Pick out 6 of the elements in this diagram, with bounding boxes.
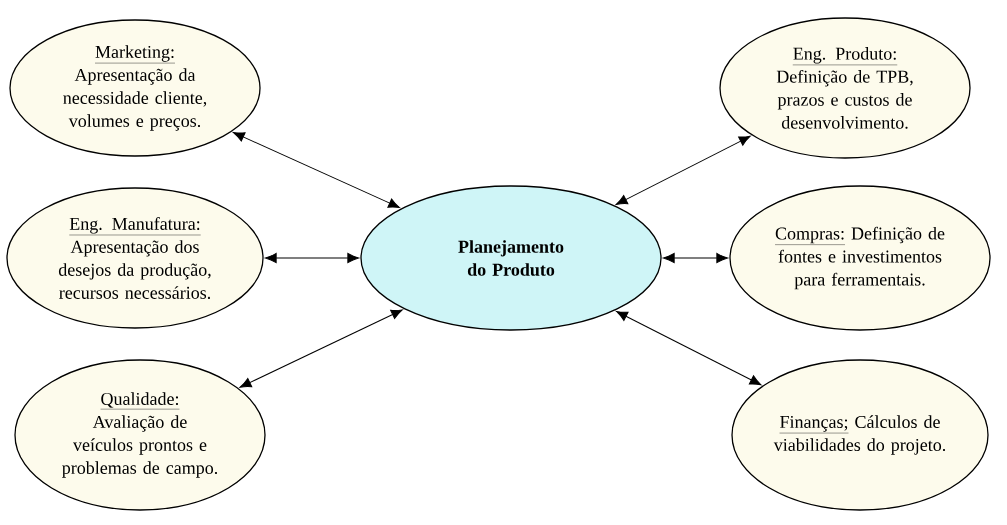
- arrow: [233, 132, 400, 209]
- arrow: [615, 311, 762, 386]
- arrow: [663, 252, 728, 264]
- arrow: [615, 135, 751, 205]
- arrow: [265, 252, 359, 264]
- arrow: [239, 309, 403, 388]
